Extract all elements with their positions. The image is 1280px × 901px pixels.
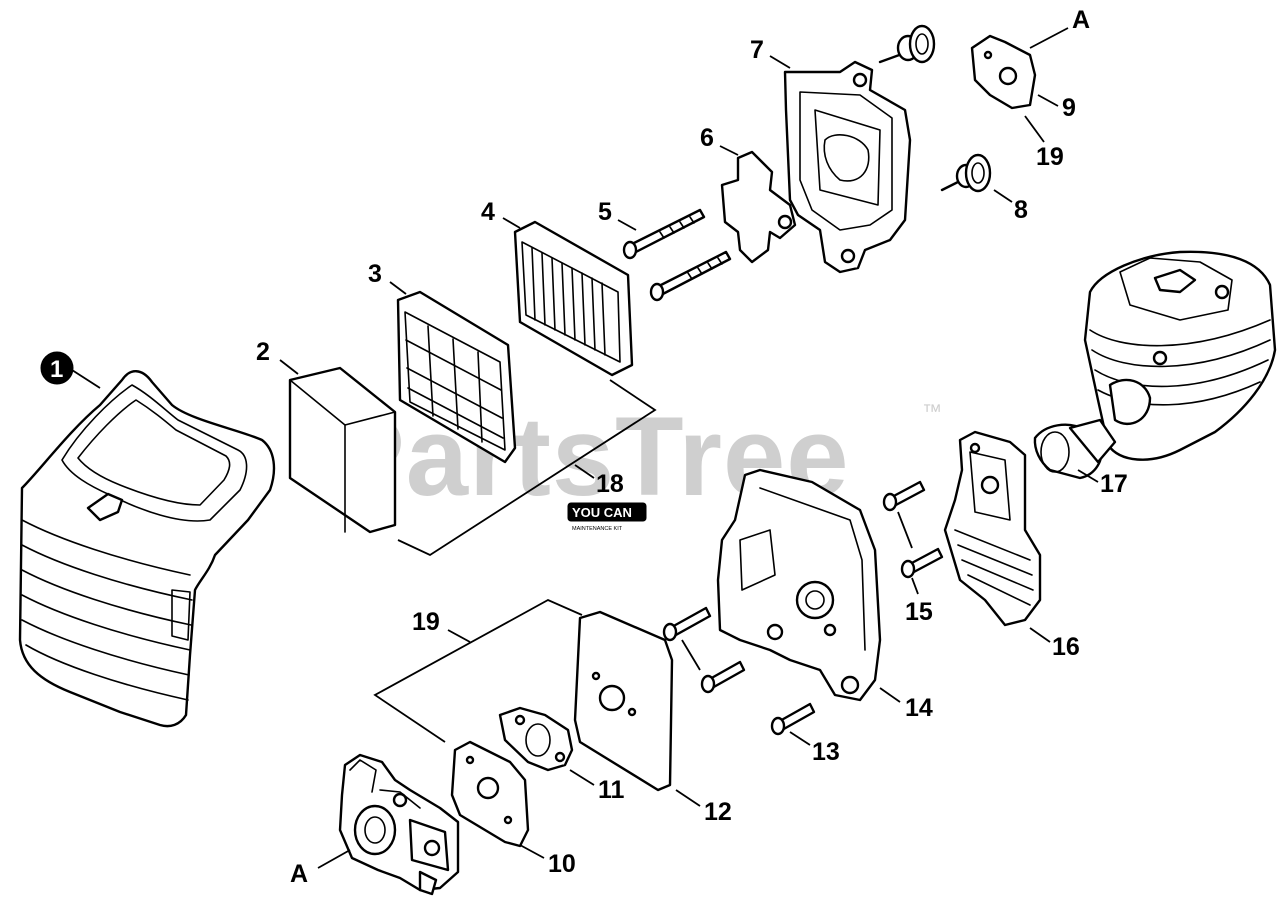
part-2-callout: 2: [256, 338, 270, 366]
part-19-callout-top: 19: [1036, 143, 1064, 171]
leader-9: [1037, 94, 1059, 107]
part-17-callout: 17: [1100, 470, 1128, 498]
part-13-callout: 13: [812, 738, 840, 766]
leader-a-bottom: [317, 849, 351, 869]
kit-outline-19: [373, 598, 583, 743]
part-12-callout: 12: [704, 798, 732, 826]
part-14-callout: 14: [905, 694, 933, 722]
leader-10: [519, 844, 545, 859]
kit-badge-line1: YOU CAN: [572, 505, 632, 520]
part-8-knob[interactable]: [940, 153, 992, 193]
leader-3: [389, 281, 407, 295]
part-7-callout: 7: [750, 36, 764, 64]
part-19-callout-left: 19: [412, 608, 440, 636]
part-10-callout: 10: [548, 850, 576, 878]
part-18-callout: 18: [596, 470, 624, 498]
part-17-intake[interactable]: [1033, 418, 1117, 480]
part-4-callout: 4: [481, 198, 495, 226]
part-1-callout: 1: [50, 356, 63, 383]
kit-badge: [567, 502, 647, 522]
leader-13: [681, 639, 701, 671]
part-5-screws[interactable]: [622, 208, 732, 302]
part-11-spacer[interactable]: [498, 706, 574, 772]
leader-18: [574, 464, 595, 479]
part-15-screws[interactable]: [882, 480, 944, 579]
leader-19-left: [447, 629, 471, 643]
part-6-callout: 6: [700, 124, 714, 152]
leader-7: [769, 55, 791, 69]
part-1-air-filter-cover[interactable]: [18, 370, 276, 728]
trademark-symbol: ™: [922, 401, 942, 423]
part-3-callout: 3: [368, 260, 382, 288]
leader-17: [1077, 469, 1099, 483]
leader-8: [993, 189, 1013, 203]
part-1-callout-circle: [40, 351, 74, 385]
part-13-screws[interactable]: [662, 606, 816, 736]
part-14-bracket[interactable]: [716, 468, 882, 702]
part-8-knob-top[interactable]: [878, 24, 936, 64]
leader-15b: [911, 577, 919, 595]
part-16-callout: 16: [1052, 633, 1080, 661]
part-11-callout: 11: [598, 776, 625, 804]
leader-1: [71, 369, 101, 389]
leader-19-top: [1024, 115, 1045, 143]
part-16-insulator[interactable]: [943, 430, 1042, 627]
leader-11: [569, 769, 595, 786]
marker-a-bottom: A: [290, 860, 308, 888]
leader-14: [879, 687, 901, 703]
part-3-filter-grid[interactable]: [396, 290, 517, 464]
part-15-callout: 15: [905, 598, 933, 626]
leader-15: [897, 511, 913, 549]
part-5-callout: 5: [598, 198, 612, 226]
part-9-gasket[interactable]: [970, 34, 1037, 110]
marker-a-top: A: [1072, 6, 1090, 34]
leader-2: [279, 359, 299, 375]
kit-outline-18: [397, 379, 657, 557]
cylinder[interactable]: [1083, 250, 1277, 461]
carburetor[interactable]: [338, 753, 460, 896]
leader-13b: [789, 731, 811, 746]
leader-16: [1029, 627, 1051, 643]
kit-badge-line2: MAINTENANCE KIT: [572, 526, 623, 532]
leader-12: [675, 789, 701, 807]
leader-4: [502, 217, 521, 229]
part-4-pleated-filter[interactable]: [513, 220, 634, 377]
leader-6: [719, 145, 739, 156]
part-2-prefilter[interactable]: [288, 366, 397, 534]
leader-5: [617, 219, 637, 231]
part-7-filter-housing[interactable]: [783, 60, 912, 274]
part-9-callout: 9: [1062, 94, 1076, 122]
leader-a-top: [1029, 27, 1069, 49]
part-10-gasket[interactable]: [450, 740, 530, 848]
part-12-gasket[interactable]: [573, 610, 674, 792]
part-8-callout: 8: [1014, 196, 1028, 224]
part-6-plate[interactable]: [720, 150, 797, 264]
